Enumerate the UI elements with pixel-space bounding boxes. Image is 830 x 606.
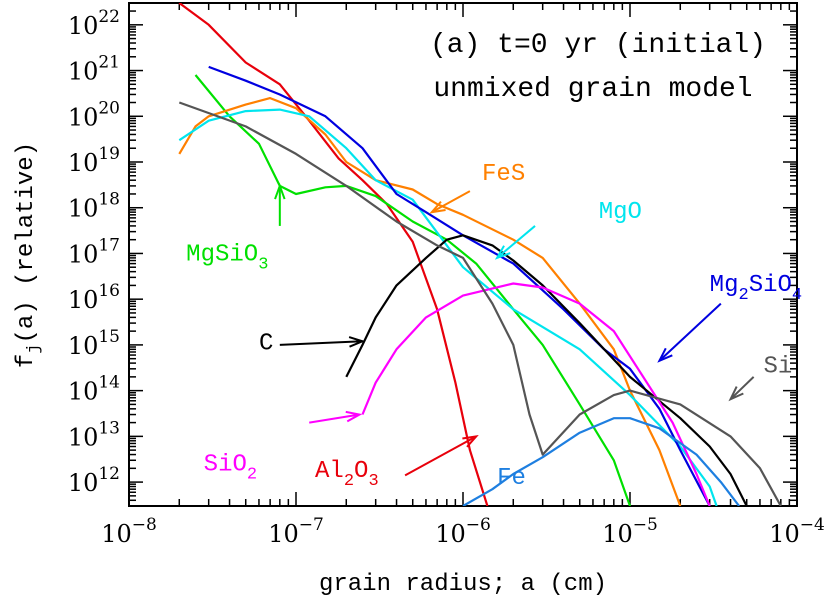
series-line-al2o3 xyxy=(178,3,489,506)
y-tick-label: 1013 xyxy=(68,418,120,451)
arrow-fes xyxy=(431,190,471,214)
arrow-mg2sio4 xyxy=(658,302,722,362)
label-fes: FeS xyxy=(482,161,525,188)
label-si: Si xyxy=(763,353,792,380)
label-mgsio3: MgSiO3 xyxy=(186,242,268,275)
y-tick-label: 1019 xyxy=(68,144,120,177)
series-line-mg2sio4 xyxy=(208,65,711,506)
y-axis-label-sub: j xyxy=(25,344,44,354)
arrowhead-fes xyxy=(429,200,446,214)
label-mgo: MgO xyxy=(599,199,642,226)
series-line-c xyxy=(345,234,748,506)
y-axis-label-f: f xyxy=(13,354,40,368)
label-c: C xyxy=(259,330,273,357)
arrowhead-si xyxy=(728,386,744,402)
y-axis-label: fj(a) (relative) xyxy=(13,142,44,368)
series-lines xyxy=(178,3,782,506)
x-tick-labels: 10−8 10−7 10−6 10−5 10−4 xyxy=(101,515,825,548)
arrow-mgo xyxy=(496,225,536,259)
arrowhead-c xyxy=(348,336,366,348)
series-line-fe xyxy=(462,417,740,506)
chart-title-line2: unmixed grain model xyxy=(433,74,752,105)
arrow-sio2 xyxy=(309,413,360,424)
x-tick-label: 10−8 xyxy=(101,515,157,548)
arrowhead-mg2sio4 xyxy=(657,347,673,363)
x-tick-label: 10−4 xyxy=(769,515,825,548)
x-tick-label: 10−7 xyxy=(268,515,324,548)
axis-ticks xyxy=(128,2,797,507)
arrowhead-al2o3 xyxy=(462,434,479,448)
y-tick-label: 1020 xyxy=(68,98,120,131)
y-tick-label: 1021 xyxy=(68,53,120,86)
arrowhead-sio2 xyxy=(345,410,363,423)
x-axis-label: grain radius; a (cm) xyxy=(319,571,607,598)
label-sio2: SiO2 xyxy=(204,451,257,484)
arrowhead-mgo xyxy=(494,245,511,260)
arrow-si xyxy=(729,376,755,400)
y-tick-label: 1016 xyxy=(68,281,120,314)
series-line-si xyxy=(178,101,782,506)
label-fe: Fe xyxy=(497,465,526,492)
y-axis-label-rest: (a) (relative) xyxy=(13,142,40,344)
label-mg2sio4: Mg2SiO4 xyxy=(710,272,802,305)
label-al2o3: Al2O3 xyxy=(315,458,379,491)
y-tick-label: 1022 xyxy=(68,7,120,40)
x-tick-label: 10−6 xyxy=(435,515,491,548)
arrow-al2o3 xyxy=(404,435,477,477)
y-tick-labels: 1012 1013 1014 1015 1016 1017 1018 1019 1020 1021… xyxy=(68,7,120,497)
y-tick-label: 1018 xyxy=(68,190,120,223)
series-line-sio2 xyxy=(361,282,711,506)
series-line-fes xyxy=(178,97,682,506)
y-tick-label: 1014 xyxy=(68,373,120,406)
series-line-mgsio3 xyxy=(194,74,632,506)
arrowhead-mgsio3 xyxy=(274,182,286,200)
arrow-c xyxy=(279,340,363,346)
y-tick-label: 1017 xyxy=(68,235,120,268)
y-tick-label: 1015 xyxy=(68,327,120,360)
chart-title-line1: (a) t=0 yr (initial) xyxy=(430,30,766,61)
x-tick-label: 10−5 xyxy=(602,515,658,548)
series-line-mgo xyxy=(178,108,718,506)
y-tick-label: 1012 xyxy=(68,464,120,497)
